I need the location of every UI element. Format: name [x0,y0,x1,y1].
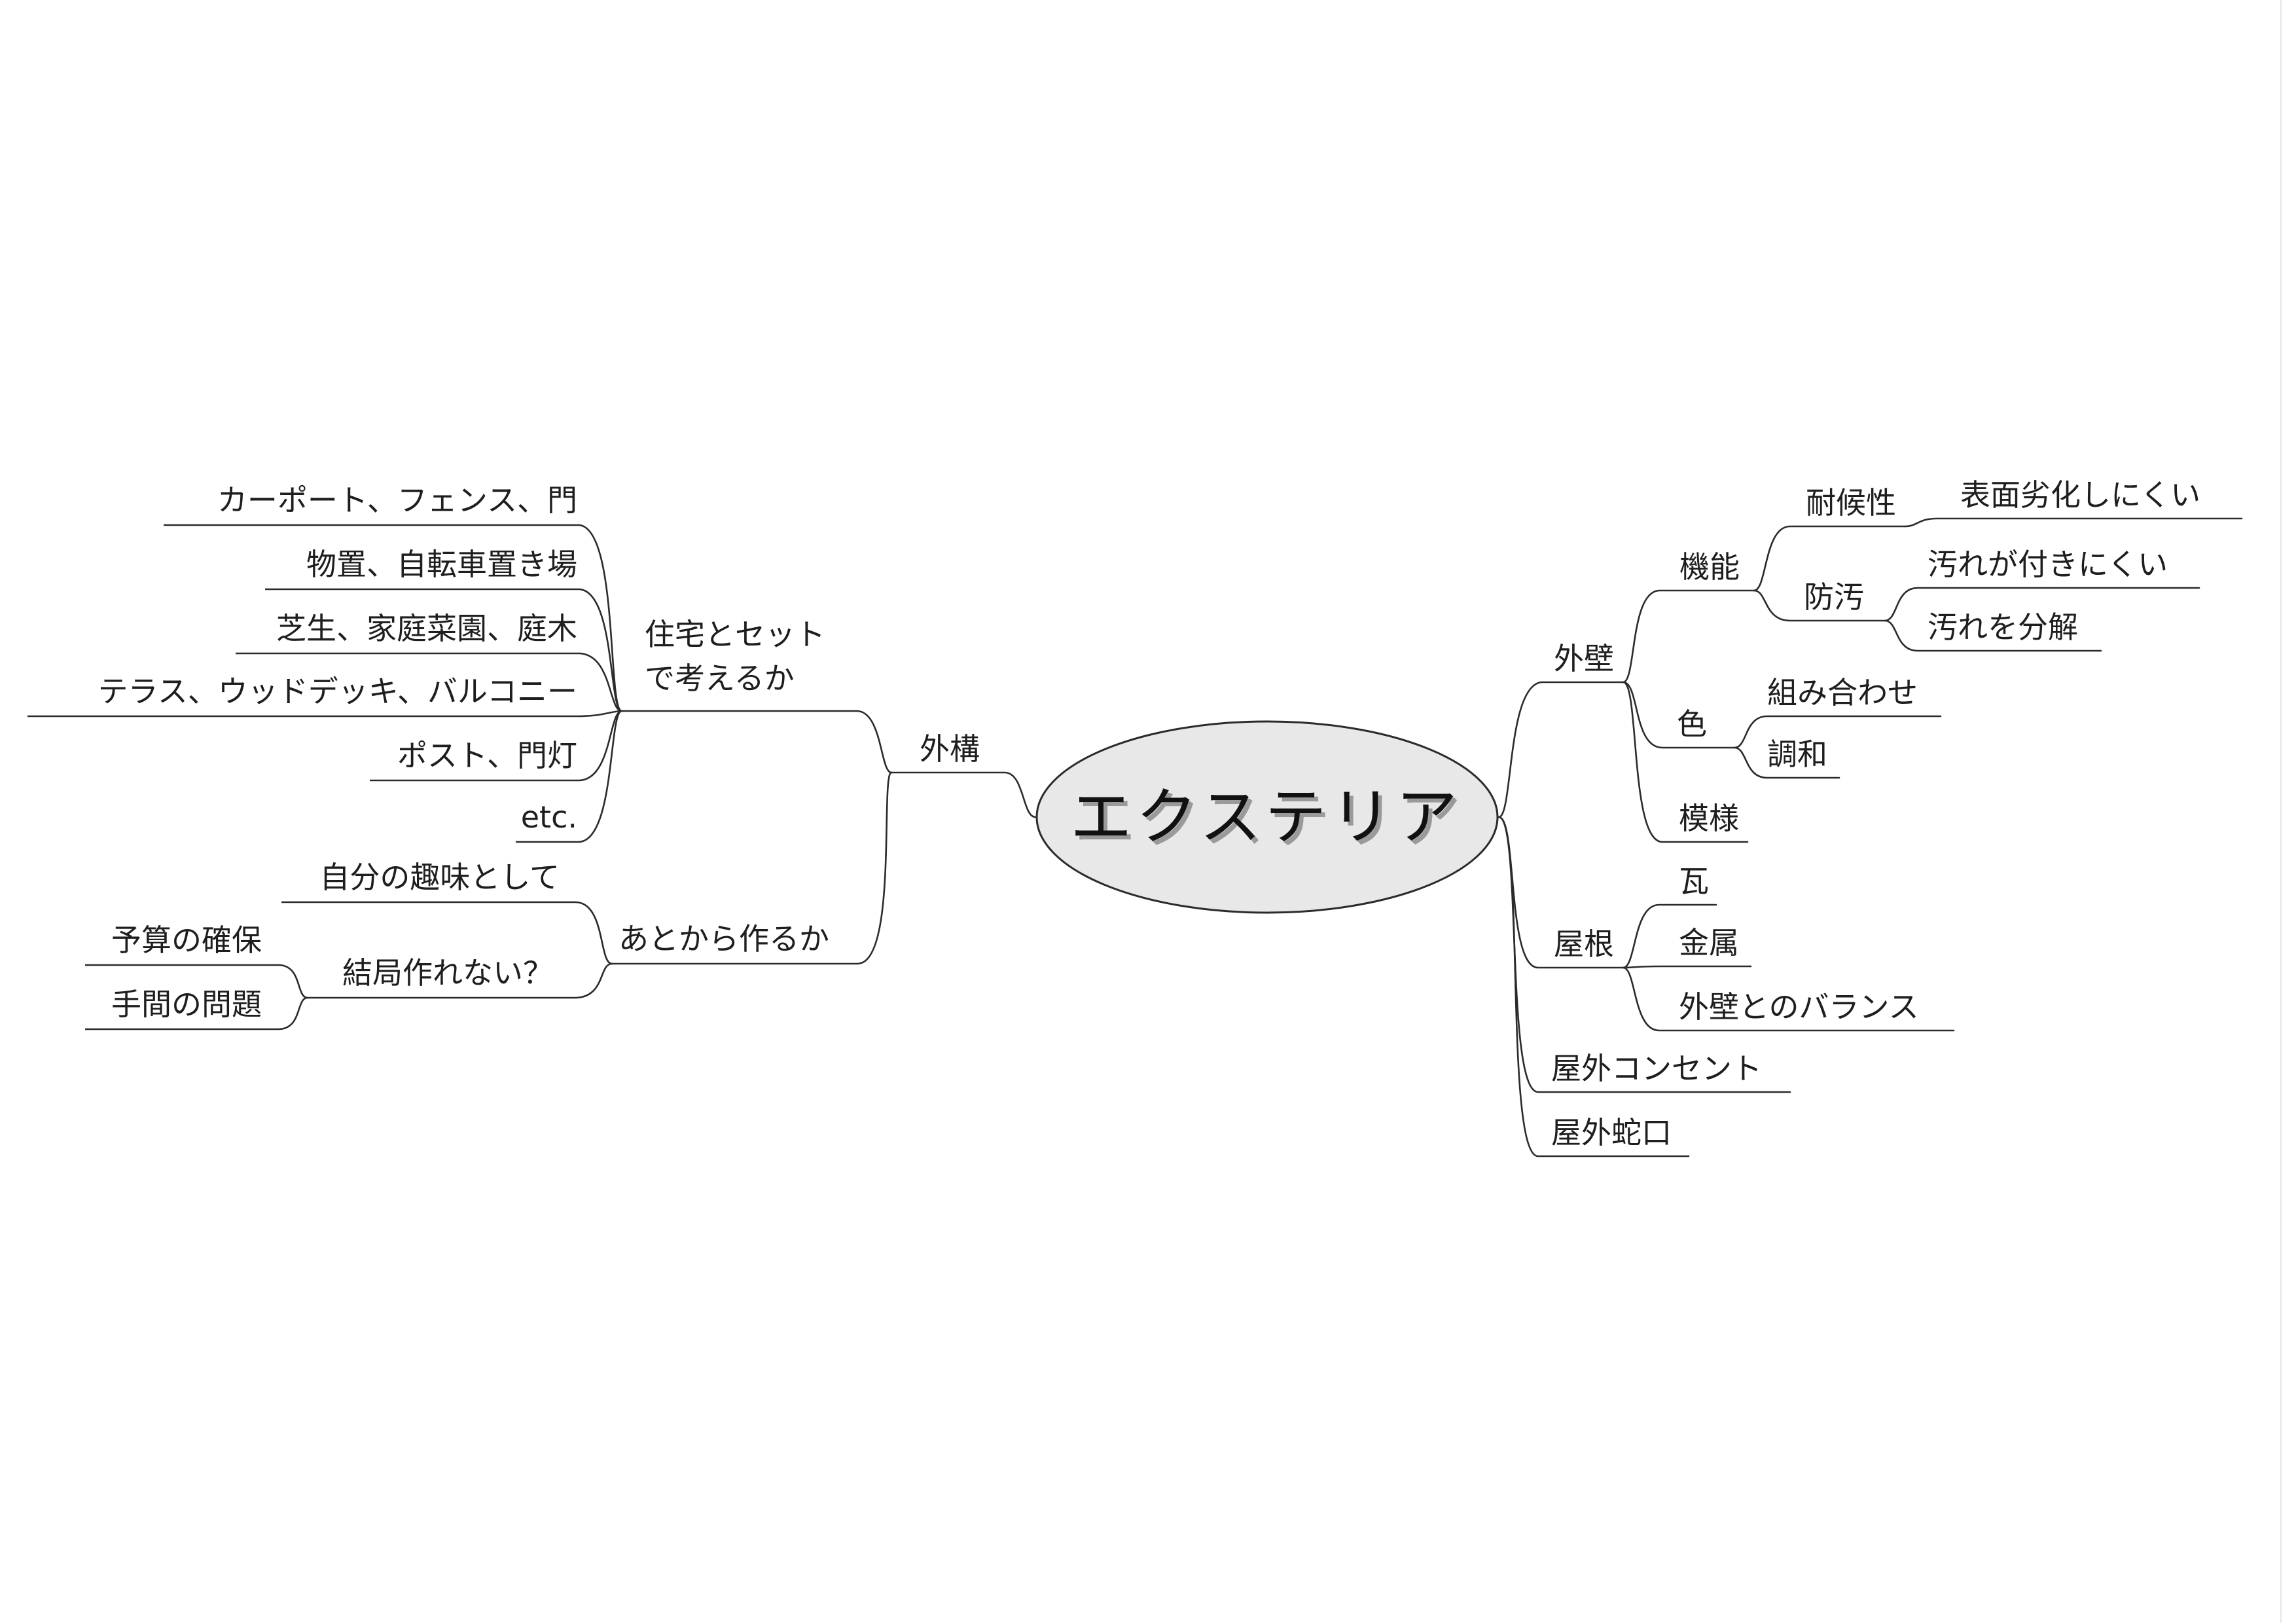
connectors [277,517,2243,1158]
center-ellipse [1035,720,1499,914]
function-label: 機能 [1679,549,1740,585]
housing-group-label-line1: 住宅とセット [645,617,825,652]
color-label: 色 [1677,706,1707,742]
antifouling-item-1: 汚れが付きにくい [1928,547,2168,582]
antifouling-label: 防汚 [1804,579,1864,615]
link-function-antifouling [1753,589,1886,622]
center-node: エクステリア エクステリア [1035,720,1499,914]
link-cantbuild-budget [277,964,309,999]
wall-label: 外壁 [1554,641,1614,676]
link-wall-pattern [1622,681,1749,843]
link-antifouling-item-2 [1884,619,2102,652]
roof-item-3: 外壁とのバランス [1679,989,1919,1025]
branch-label-gaikou: 外構 [920,731,980,767]
housing-item-3: 芝生、家庭菜園、庭木 [276,611,577,646]
link-housing-item-1 [578,524,623,712]
link-function-durability [1753,525,1906,592]
link-wall-function [1622,589,1755,684]
pattern-label: 模様 [1679,801,1739,836]
later-group-label: あとから作るか [619,921,829,957]
right-branch: 外壁 機能 耐候性 表面劣化しにくい 防汚 汚れが付きにくい 汚れを分解 色 組… [1551,477,2200,1150]
durability-item-1: 表面劣化しにくい [1960,477,2200,513]
color-item-1: 組み合わせ [1767,675,1918,710]
link-color-item-2 [1733,746,1840,779]
link-wall-color [1622,681,1736,749]
outlet-label: 屋外コンセント [1551,1051,1762,1086]
color-item-2: 調和 [1767,737,1827,772]
center-label: エクステリア [1070,782,1461,853]
link-cantbuild-effort [277,996,309,1030]
link-color-item-1 [1733,715,1942,749]
roof-item-2: 金属 [1679,925,1739,960]
link-housing-item-4 [578,710,623,718]
link-center-wall [1498,681,1624,818]
housing-item-5: ポスト、門灯 [397,738,577,773]
antifouling-item-2: 汚れを分解 [1928,610,2078,645]
housing-item-1: カーポート、フェンス、門 [217,483,577,518]
housing-item-4: テラス、ウッドデッキ、バルコニー [98,674,577,709]
link-roof-item-2 [1622,965,1752,969]
roof-item-1: 瓦 [1679,864,1709,899]
link-housing-item-6 [578,710,623,843]
link-housing-item-2 [578,588,623,712]
link-later-hobby [575,901,613,965]
cantbuild-item-1: 予算の確保 [111,922,262,958]
link-later-cantbuild [575,962,613,999]
link-roof-item-3 [1622,966,1955,1032]
page-edge-line [2280,0,2282,1623]
later-hobby: 自分の趣味として [319,860,560,895]
link-durability-item [1903,517,2243,528]
durability-label: 耐候性 [1806,485,1896,520]
roof-label: 屋根 [1554,926,1614,962]
link-antifouling-item-1 [1884,587,2200,622]
link-roof-item-1 [1622,903,1717,969]
link-gaikou-housing [856,710,893,774]
link-center-gaikou [890,771,1037,818]
housing-item-2: 物置、自転車置き場 [306,547,577,582]
cantbuild-label: 結局作れない？ [342,955,553,991]
cantbuild-item-2: 手間の問題 [111,987,262,1022]
link-housing-item-5 [578,710,623,782]
left-branch: 外構 住宅とセット で考えるか カーポート、フェンス、門 物置、自転車置き場 芝… [27,483,980,1030]
link-housing-item-3 [578,652,623,712]
housing-group-label-line2: で考えるか [645,661,795,696]
housing-item-6: etc. [521,799,577,835]
center-label-shadow: エクステリア [1074,786,1465,857]
faucet-label: 屋外蛇口 [1551,1115,1672,1150]
link-gaikou-later [856,771,893,965]
link-center-faucet [1498,816,1690,1158]
